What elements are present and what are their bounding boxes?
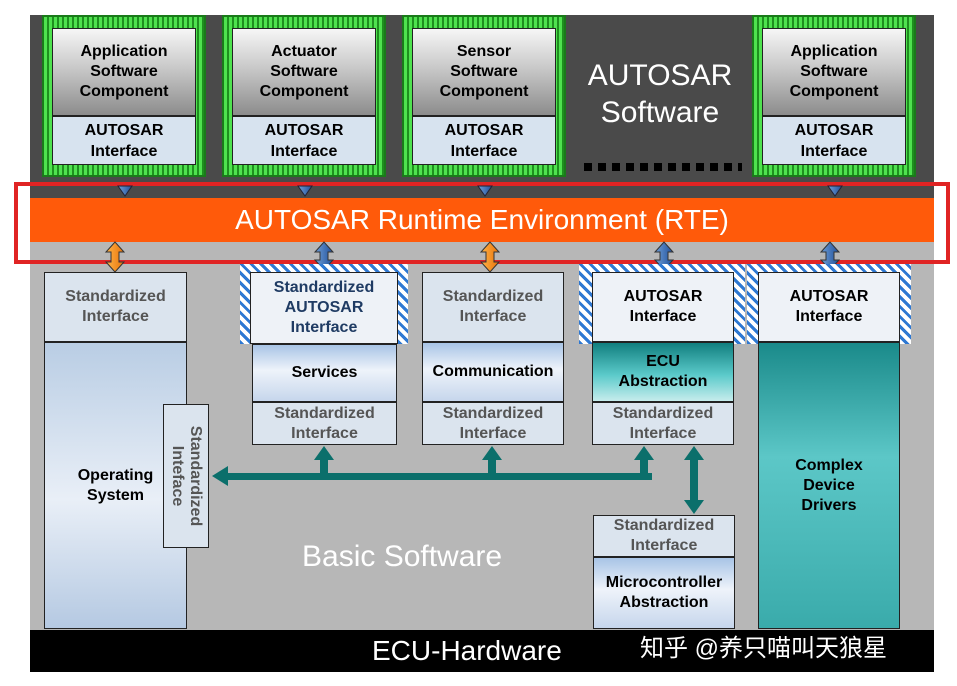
internal-bus-arrows [212,446,704,514]
os-side-standardized-interface: Standardized Inteface [163,404,209,548]
sensor-software-component: Sensor Software Component [412,28,556,116]
comm-standardized-interface-bottom: Standardized Interface [422,402,564,445]
mcal-standardized-interface: Standardized Interface [593,515,735,557]
complex-device-drivers-module: Complex Device Drivers [758,342,900,629]
swc-rte-arrow-2 [297,185,313,197]
services-standardized-autosar-interface: Standardized AUTOSAR Interface [250,272,398,344]
os-standardized-interface: Standardized Interface [44,272,187,342]
swc-rte-arrow-1 [117,185,133,197]
ecu-abstraction-module: ECU Abstraction [592,342,734,402]
rte-bar: AUTOSAR Runtime Environment (RTE) [30,198,934,242]
ecu-hardware-bar [30,630,934,672]
ecu-standardized-interface: Standardized Interface [592,402,734,445]
autosar-interface-2: AUTOSAR Interface [232,116,376,165]
rte-bsw-arrow-1 [104,241,126,273]
autosar-interface-4: AUTOSAR Interface [762,116,906,165]
swc-rte-arrow-4 [827,185,843,197]
comm-standardized-interface-top: Standardized Interface [422,272,564,342]
services-standardized-interface: Standardized Interface [252,402,397,445]
ellipsis-dots [584,163,742,171]
actuator-software-component: Actuator Software Component [232,28,376,116]
application-software-component-1: Application Software Component [52,28,196,116]
rte-bsw-arrow-3 [479,241,501,273]
application-software-component-2: Application Software Component [762,28,906,116]
autosar-interface-1: AUTOSAR Interface [52,116,196,165]
watermark: 知乎 @养只喵叫天狼星 [640,635,888,662]
services-module: Services [252,344,397,402]
autosar-software-label: AUTOSAR Software [587,59,733,129]
basic-software-label: Basic Software [302,540,503,573]
os-side-interface-label: Standardized Inteface [169,425,204,527]
microcontroller-abstraction-module: Microcontroller Abstraction [593,557,735,629]
communication-module: Communication [422,342,564,402]
swc-rte-arrow-3 [477,185,493,197]
cdd-autosar-interface: AUTOSAR Interface [758,272,900,342]
ecu-autosar-interface: AUTOSAR Interface [592,272,734,342]
autosar-interface-3: AUTOSAR Interface [412,116,556,165]
ecu-hardware-label: ECU-Hardware [372,635,562,666]
